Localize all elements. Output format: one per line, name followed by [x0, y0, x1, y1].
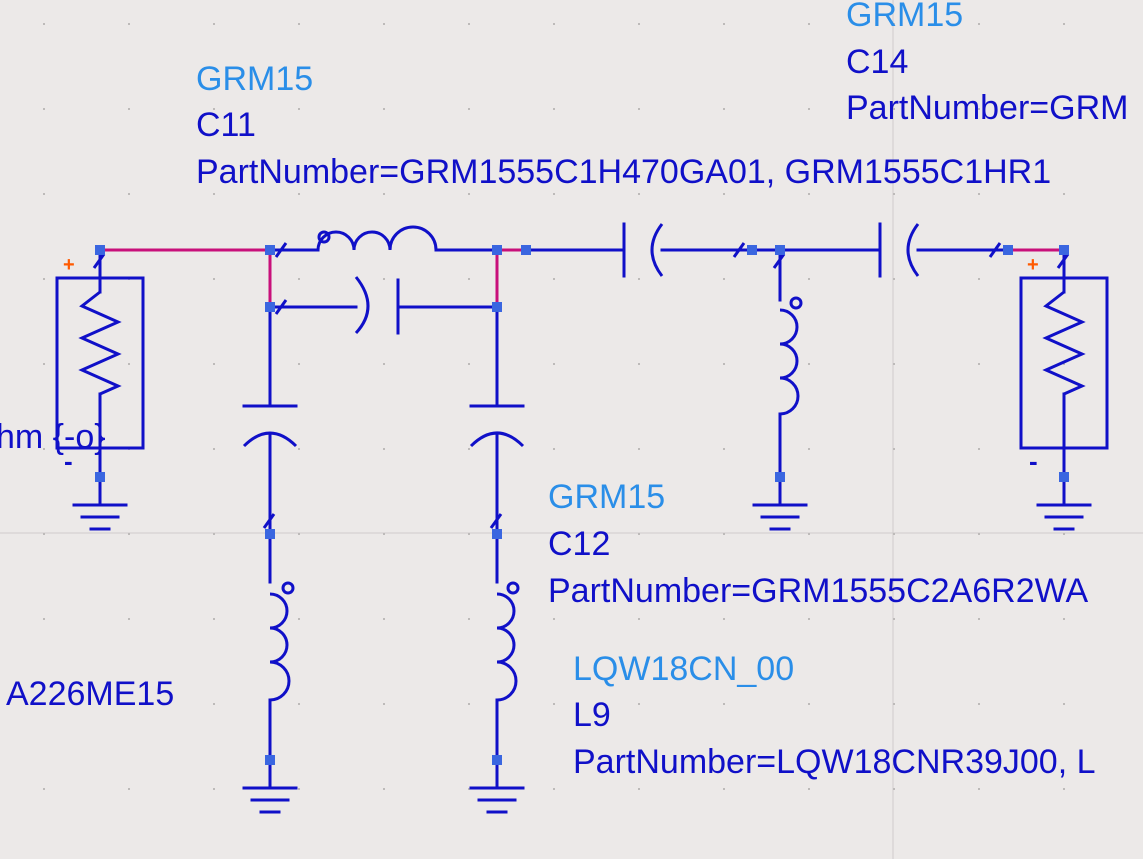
ground-branch-2: [469, 786, 525, 814]
c11-ref: C11: [196, 106, 256, 144]
c11-library: GRM15: [196, 60, 313, 98]
shunt-branch-1[interactable]: [242, 305, 298, 790]
plus-sign-right: +: [1027, 254, 1039, 276]
ground-right-term: [1036, 503, 1092, 531]
label-l9[interactable]: LQW18CN_00 L9 PartNumber=LQW18CNR39J00, …: [573, 650, 1096, 781]
top-bus-wires[interactable]: [98, 248, 1066, 309]
ground-symbols: [72, 503, 1092, 814]
shunt-branch-2[interactable]: [469, 305, 525, 790]
l9-ref: L9: [573, 696, 611, 734]
termination-right[interactable]: [1019, 248, 1109, 507]
termination-left[interactable]: [55, 248, 145, 507]
label-c11[interactable]: GRM15 C11 PartNumber=GRM1555C1H470GA01, …: [196, 60, 1051, 191]
minus-sign-right: -: [1029, 446, 1038, 476]
label-c12[interactable]: GRM15 C12 PartNumber=GRM1555C2A6R2WA: [548, 478, 1088, 610]
label-c14[interactable]: GRM15 C14 PartNumber=GRM: [846, 0, 1128, 127]
c11-part: PartNumber=GRM1555C1H470GA01, GRM1555C1H…: [196, 153, 1051, 191]
c14-library: GRM15: [846, 0, 963, 34]
ground-left-term: [72, 503, 128, 531]
inductor-series-top[interactable]: [316, 225, 438, 251]
minus-sign-left: -: [64, 446, 73, 476]
left-termination-value: hm {-o}: [0, 418, 106, 456]
pin-squares[interactable]: [95, 245, 1069, 765]
c14-part: PartNumber=GRM: [846, 89, 1128, 127]
c14-ref: C14: [846, 43, 908, 81]
c12-ref: C12: [548, 525, 610, 563]
capacitor-c11[interactable]: [268, 276, 499, 335]
plus-sign-left: +: [63, 254, 75, 276]
ground-branch-1: [242, 786, 298, 814]
c12-library: GRM15: [548, 478, 665, 516]
ground-shunt-inductor: [752, 503, 808, 531]
shunt-inductor-right[interactable]: [778, 248, 803, 507]
capacitor-series-1[interactable]: [622, 222, 664, 278]
l9-part: PartNumber=LQW18CNR39J00, L: [573, 743, 1096, 781]
l9-library: LQW18CN_00: [573, 650, 794, 688]
c12-part: PartNumber=GRM1555C2A6R2WA: [548, 572, 1088, 610]
capacitor-c14[interactable]: [878, 222, 920, 278]
left-part-fragment: A226ME15: [6, 675, 174, 713]
pin-ticks: [92, 242, 1070, 529]
